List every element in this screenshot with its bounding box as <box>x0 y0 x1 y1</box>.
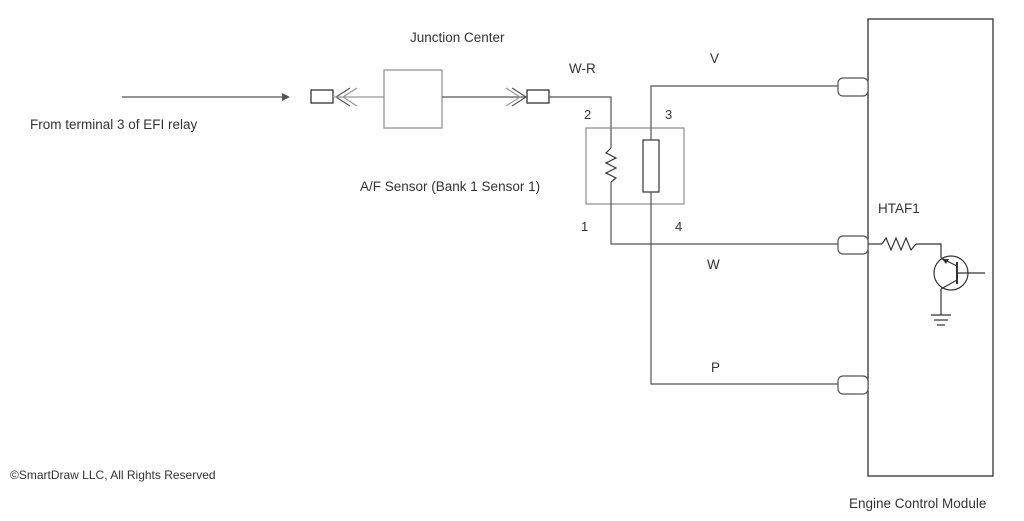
af-sensor-box <box>585 127 685 205</box>
connector-left-icon <box>310 87 384 107</box>
wire-label-wr: W-R <box>569 61 596 76</box>
wire-label-v: V <box>710 51 720 66</box>
connector-right-icon <box>442 87 550 107</box>
pin-3-label: 3 <box>665 107 673 122</box>
af-sensor-label: A/F Sensor (Bank 1 Sensor 1) <box>360 179 541 194</box>
htaf1-label: HTAF1 <box>878 201 920 216</box>
ground-icon <box>931 314 951 326</box>
copyright-text: ©SmartDraw LLC, All Rights Reserved <box>10 468 216 482</box>
pin-1-label: 1 <box>581 219 589 234</box>
junction-center-label: Junction Center <box>410 30 505 45</box>
source-wire <box>122 93 290 101</box>
wire-p <box>650 204 838 385</box>
ecm-label: Engine Control Module <box>849 496 987 511</box>
wire-label-p: P <box>711 360 721 375</box>
wire-label-w: W <box>707 257 720 272</box>
transistor-icon <box>933 255 985 315</box>
heater-driver-circuit <box>868 236 942 258</box>
wire-v <box>650 85 838 128</box>
wire-w <box>610 204 838 245</box>
junction-center-box <box>383 69 443 129</box>
ecm-terminal-p <box>837 375 869 395</box>
pin-2-label: 2 <box>584 107 592 122</box>
ecm-terminal-v <box>837 77 869 97</box>
ecm-terminal-w <box>837 235 869 255</box>
wire-wr <box>549 96 612 128</box>
ecm-box <box>867 18 994 477</box>
source-label: From terminal 3 of EFI relay <box>30 117 198 132</box>
pin-4-label: 4 <box>675 219 683 234</box>
